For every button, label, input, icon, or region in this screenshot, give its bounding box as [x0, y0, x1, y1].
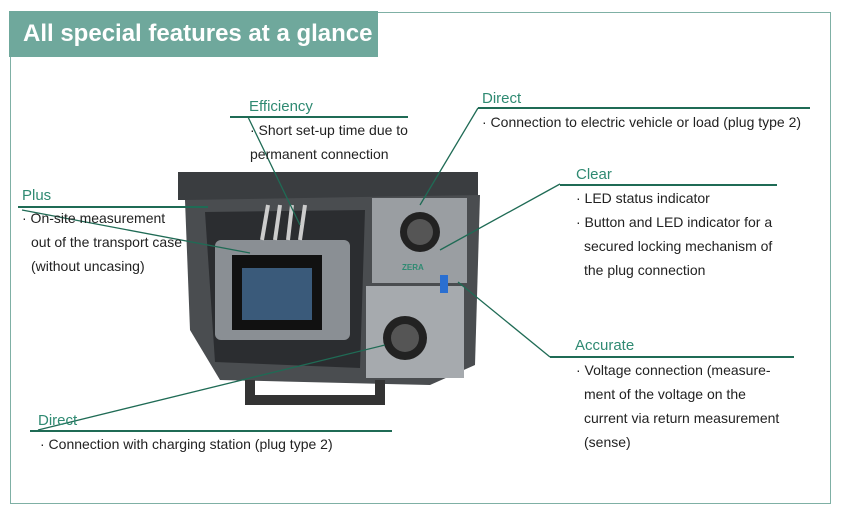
led-button [440, 275, 448, 293]
screen-content [242, 268, 312, 320]
content-frame [10, 12, 831, 504]
case-lid [178, 172, 478, 200]
brand-logo: ZERA [402, 263, 424, 272]
text-line: the plug connection [584, 262, 706, 278]
text-line: secured locking mechanism of [584, 238, 773, 254]
efficiency-rule [230, 116, 408, 118]
text-line: permanent connection [250, 146, 389, 162]
plus-rule [18, 206, 208, 208]
accurate-heading: Accurate [575, 337, 635, 354]
leader-lines [21, 107, 561, 431]
cables [260, 204, 307, 241]
text-line: · On-site measurement [22, 210, 166, 226]
accurate-rule [550, 356, 794, 358]
text-line: current via return measurement [584, 410, 780, 426]
direct-bottom-rule [30, 430, 392, 432]
plus-description: · On-site measurement out of the transpo… [22, 206, 182, 278]
text-line: (without uncasing) [31, 258, 145, 274]
page-title: All special features at a glance [9, 11, 378, 57]
direct-top-rule [478, 107, 810, 109]
accurate-description: · Voltage connection (measure- ment of t… [576, 358, 779, 454]
clear-rule [560, 184, 777, 186]
text-line: · Button and LED indicator for a [576, 214, 773, 230]
text-line: · Connection with charging station (plug… [40, 436, 333, 452]
direct-top-heading: Direct [482, 90, 522, 107]
plus-heading: Plus [22, 187, 52, 204]
text-line: · Short set-up time due to [250, 122, 408, 138]
clear-description: · LED status indicator · Button and LED … [576, 186, 772, 282]
text-line: · Voltage connection (measure- [576, 362, 771, 378]
case-handle [245, 380, 385, 405]
efficiency-description: · Short set-up time due to permanent con… [250, 118, 408, 166]
clear-heading: Clear [576, 166, 612, 183]
text-line: · Connection to electric vehicle or load… [482, 114, 802, 130]
text-line: (sense) [584, 434, 631, 450]
direct-top-description: · Connection to electric vehicle or load… [482, 110, 801, 134]
direct-bottom-heading: Direct [38, 412, 78, 429]
text-line: · LED status indicator [576, 190, 710, 206]
efficiency-heading: Efficiency [249, 98, 313, 115]
text-line: out of the transport case [31, 234, 182, 250]
direct-bottom-description: · Connection with charging station (plug… [40, 432, 333, 456]
text-line: ment of the voltage on the [584, 386, 746, 402]
